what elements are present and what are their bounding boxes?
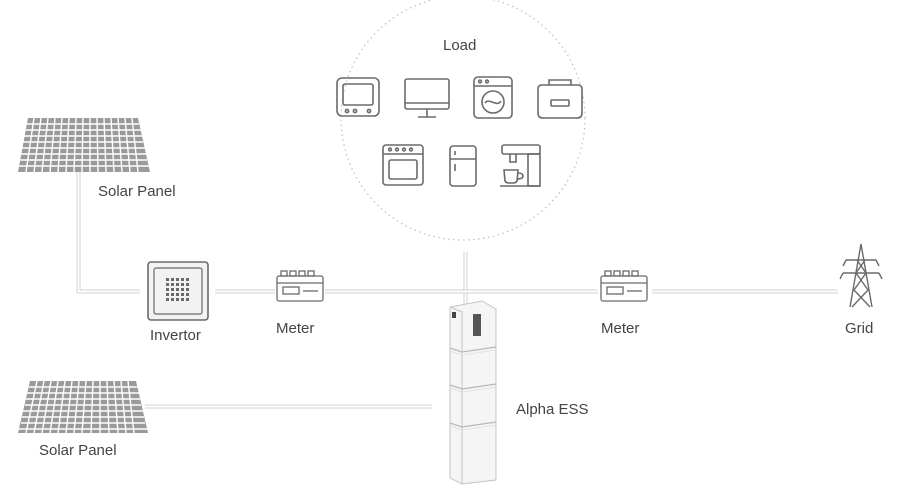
meter-right-label: Meter [601,320,640,337]
meter-right-icon [600,270,648,302]
solar-panel-top-label: Solar Panel [98,183,176,200]
monitor-icon [404,78,450,118]
grid-pylon-icon [839,243,883,308]
load-boundary [340,0,586,241]
solar-panel-bottom-label: Solar Panel [39,442,117,459]
meter-left-label: Meter [276,320,315,337]
solar-panel-bottom-icon [18,380,148,434]
alpha-ess-label: Alpha ESS [516,401,589,418]
coffee-machine-icon [500,144,541,187]
grid-label: Grid [845,320,874,337]
refrigerator-icon [449,145,477,187]
meter-left-icon [276,270,324,302]
invertor-label: Invertor [150,327,201,344]
alpha-ess-battery-icon [449,300,497,485]
oven-icon [382,144,424,186]
invertor-icon [147,261,209,321]
washing-machine-icon [473,76,513,119]
load-label: Load [443,37,477,54]
tv-icon [336,77,380,117]
rice-cooker-icon [537,79,583,119]
solar-panel-top-icon [18,117,150,173]
